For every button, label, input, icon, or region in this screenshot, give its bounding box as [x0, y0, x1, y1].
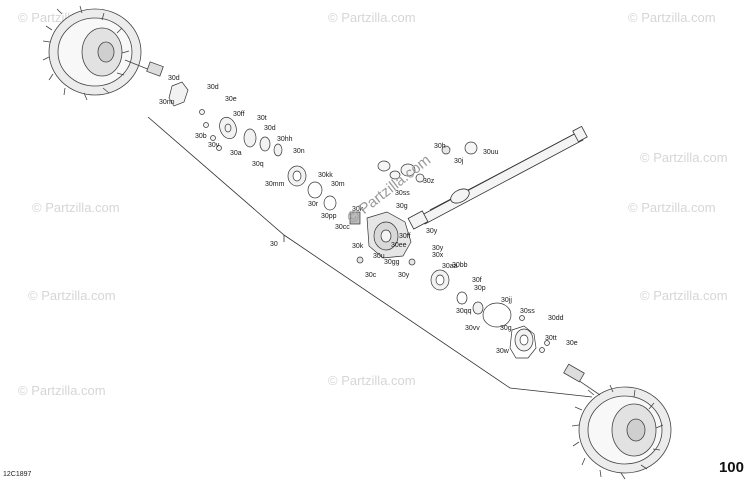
- callout-label: 30k: [352, 206, 364, 213]
- callout-label: 30d: [264, 125, 276, 132]
- lower-hub-parts: [430, 269, 550, 359]
- callout-label: 30n: [293, 148, 305, 155]
- watermark-text: © Partzilla.com: [328, 10, 416, 25]
- callout-label: 30gg: [384, 259, 400, 266]
- page-number: 100: [718, 459, 744, 476]
- callout-label: 30kk: [318, 172, 333, 179]
- watermark-text: © Partzilla.com: [628, 200, 716, 215]
- callout-label: 30z: [423, 178, 435, 185]
- callout-label: 30ff: [233, 111, 245, 118]
- differential-housing: [349, 141, 478, 266]
- callout-label: 30y: [398, 272, 410, 279]
- drive-shaft: [407, 125, 588, 230]
- callout-label: 30d: [168, 75, 180, 82]
- callout-label: 30bb: [452, 262, 468, 269]
- wheel-top-left: [42, 5, 164, 101]
- callout-label: 30q: [252, 161, 264, 168]
- callout-label: 30k: [352, 243, 364, 250]
- callout-label: 30u: [373, 253, 385, 260]
- callout-label: 30ss: [395, 190, 410, 197]
- callout-label: 30d: [207, 84, 219, 91]
- callout-label: 30tt: [545, 335, 557, 342]
- callout-label: 30e: [225, 96, 237, 103]
- callout-label: 30f: [472, 277, 482, 284]
- callout-label: 30uu: [483, 149, 499, 156]
- main-callout-bracket: [147, 116, 593, 398]
- watermark-text: © Partzilla.com: [640, 288, 728, 303]
- callout-label: 30ss: [520, 308, 535, 315]
- watermark-text: © Partzilla.com: [18, 383, 106, 398]
- callout-label: 30ee: [391, 242, 407, 249]
- callout-label: 30e: [566, 340, 578, 347]
- callout-label: 30c: [365, 272, 377, 279]
- callout-label: 30y: [426, 228, 438, 235]
- watermark-text: © Partzilla.com: [32, 200, 120, 215]
- callout-label: 30vv: [465, 325, 480, 332]
- wheel-bottom-right: [563, 363, 672, 480]
- callout-label: 30y: [432, 245, 444, 252]
- callout-label: 30x: [432, 252, 444, 259]
- main-callout-label: 30: [270, 241, 278, 248]
- callout-label: 30cc: [335, 224, 350, 231]
- callout-label: 30p: [474, 285, 486, 292]
- watermark-text: © Partzilla.com: [628, 10, 716, 25]
- callout-label: 30r: [308, 201, 319, 208]
- callout-label: 30ff: [399, 233, 411, 240]
- callout-label: 30dd: [548, 315, 564, 322]
- callout-label: 30hh: [277, 136, 293, 143]
- callout-label: 30m: [331, 181, 345, 188]
- callout-label: 30b: [195, 133, 207, 140]
- watermark-text: © Partzilla.com: [328, 373, 416, 388]
- callout-label: 30mm: [265, 181, 285, 188]
- callout-label: 30nn: [159, 99, 175, 106]
- callout-labels: 30d 30d 30nn 30e 30ff 30t 30b 30v 30d 30…: [159, 75, 578, 355]
- callout-label: 30a: [230, 150, 242, 157]
- callout-label: 30aa: [442, 263, 458, 270]
- callout-label: 30h: [434, 143, 446, 150]
- callout-label: 30j: [454, 158, 464, 165]
- watermark-group: © Partzilla.com © Partzilla.com © Partzi…: [18, 10, 728, 398]
- watermark-text: © Partzilla.com: [28, 288, 116, 303]
- callout-label: 30qq: [456, 308, 472, 315]
- callout-label: 30v: [208, 142, 220, 149]
- callout-label: 30g: [396, 203, 408, 210]
- upper-hub-parts: [168, 81, 337, 211]
- callout-label: 30w: [496, 348, 510, 355]
- callout-label: 30pp: [321, 213, 337, 220]
- diagram-code: 12C1897: [3, 471, 32, 478]
- watermark-text: © Partzilla.com: [640, 150, 728, 165]
- callout-label: 30g: [500, 325, 512, 332]
- callout-label: 30t: [257, 115, 267, 122]
- callout-label: 30jj: [501, 297, 512, 304]
